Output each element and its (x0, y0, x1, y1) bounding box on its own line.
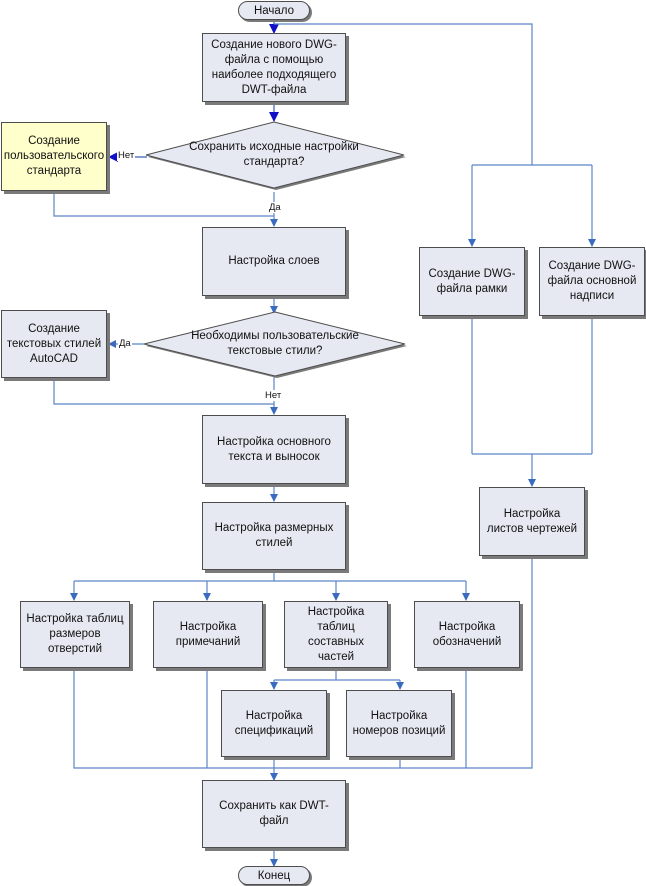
edge-label-yes-2: Да (118, 338, 132, 349)
edge-label-yes-1: Да (268, 202, 282, 213)
specs-box: Настройка спецификаций (221, 690, 327, 757)
connector-bottom-bus (73, 556, 533, 769)
create-dwg-box: Создание нового DWG-файла с помощью наиб… (202, 33, 346, 102)
sheets-box: Настройка листов чертежей (479, 487, 585, 556)
frame-dwg-box: Создание DWG-файла рамки (419, 247, 525, 316)
dim-styles-box: Настройка размерных стилей (202, 502, 346, 570)
decision-keep-settings-text: Сохранить исходные настройки стандарта? (189, 141, 359, 168)
symbols-box: Настройка обозначений (414, 601, 520, 668)
edge-label-no-1: Нет (117, 150, 136, 161)
connector-right-trunk (274, 23, 533, 165)
layers-box: Настройка слоев (202, 227, 346, 296)
custom-standard-box: Создание пользовательского стандарта (1, 122, 107, 191)
notes-box: Настройка примечаний (153, 601, 263, 668)
parts-tables-box: Настройка таблиц составных частей (284, 601, 388, 668)
title-block-dwg-box: Создание DWG-файла основной надписи (539, 247, 645, 316)
edge-label-no-2: Нет (264, 390, 283, 401)
create-text-styles-box: Создание текстовых стилей AutoCAD (1, 310, 107, 378)
connector-textstyles-return (53, 378, 274, 405)
main-text-box: Настройка основного текста и выносок (202, 415, 346, 484)
end-node: Конец (238, 866, 310, 885)
item-numbers-box: Настройка номеров позиций (346, 690, 452, 757)
decision-text-styles-text: Необходимы пользовательские текстовые ст… (191, 330, 359, 357)
decision-text-styles-shape (143, 311, 406, 377)
connector-custom-return (53, 191, 274, 217)
hole-tables-box: Настройка таблиц размеров отверстий (20, 601, 130, 668)
save-dwt-box: Сохранить как DWT-файл (202, 780, 346, 848)
decision-keep-settings-shape (145, 121, 405, 189)
start-node: Начало (238, 1, 310, 20)
